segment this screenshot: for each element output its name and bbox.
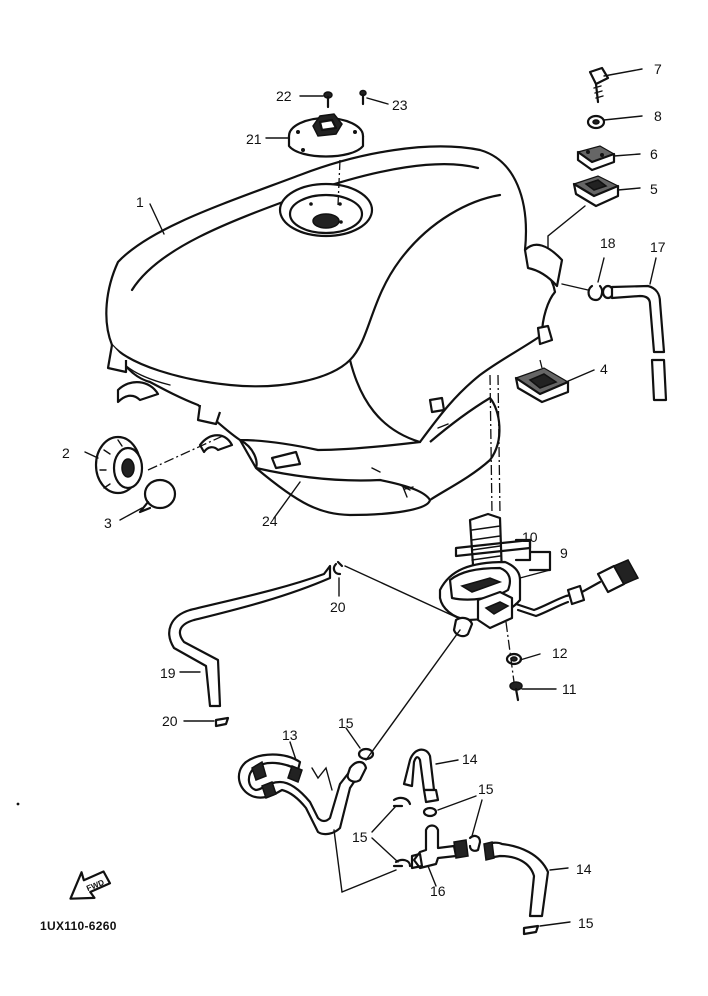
- drain-cap-2: [94, 435, 144, 495]
- callout-10: 10: [522, 529, 538, 545]
- fuel-sender-wire: [514, 559, 640, 618]
- callout-15-b: 15: [478, 781, 494, 797]
- breather-hose-17: [610, 284, 668, 402]
- screw-11: [509, 681, 523, 702]
- callout-18: 18: [600, 235, 616, 251]
- damper-6: [576, 145, 616, 172]
- leader-lines: [84, 68, 657, 927]
- fuel-cock: [438, 512, 532, 638]
- callout-14-upper: 14: [462, 751, 478, 767]
- callout-11: 11: [562, 681, 577, 697]
- callout-19: 19: [160, 665, 176, 681]
- callout-17: 17: [650, 239, 666, 255]
- diagram-code: 1UX110-6260: [40, 919, 117, 933]
- bolt-7: [588, 66, 610, 104]
- under-plate: [238, 438, 432, 517]
- callout-20-upper: 20: [330, 599, 346, 615]
- bracket-10: [514, 538, 552, 572]
- callout-21: 21: [246, 131, 262, 147]
- callout-2: 2: [62, 445, 70, 461]
- clip-18: [587, 284, 604, 302]
- callout-23: 23: [392, 97, 408, 113]
- clip-20-upper: [332, 560, 344, 576]
- callout-15-a: 15: [338, 715, 354, 731]
- damper-4: [514, 367, 570, 404]
- clip-15-c: [392, 796, 412, 808]
- callout-16: 16: [430, 883, 446, 899]
- hose-14-lower: [483, 841, 550, 918]
- fuel-hose-13: [237, 753, 368, 836]
- leader-5: [547, 205, 586, 249]
- fuel-tank: [105, 145, 564, 454]
- callout-22: 22: [276, 88, 292, 104]
- callout-3: 3: [104, 515, 112, 531]
- callout-12: 12: [552, 645, 568, 661]
- hose-14-upper: [402, 748, 440, 804]
- clip-15-e: [522, 924, 540, 936]
- fuel-hose-19: [168, 564, 332, 708]
- forward-arrow: FWD: [69, 870, 112, 900]
- callout-15-d: 15: [578, 915, 594, 931]
- clip-20-lower: [214, 716, 230, 728]
- callout-8: 8: [654, 108, 662, 124]
- callout-14-lower: 14: [576, 861, 592, 877]
- callout-4: 4: [600, 361, 608, 377]
- callout-15-c: 15: [352, 829, 368, 845]
- clip-15-b: [422, 806, 438, 818]
- callout-9: 9: [560, 545, 568, 561]
- filler-cap: [287, 113, 365, 158]
- clip-15-a: [357, 747, 375, 761]
- callout-7: 7: [654, 61, 662, 77]
- damper-5: [572, 175, 620, 208]
- t-fitting-16: [410, 824, 469, 870]
- callout-24: 24: [262, 513, 278, 529]
- callout-5: 5: [650, 181, 658, 197]
- screw-23: [359, 89, 367, 106]
- screw-22: [323, 91, 333, 109]
- ring-3: [138, 478, 177, 514]
- callout-20-lower: 20: [162, 713, 178, 729]
- callout-13: 13: [282, 727, 298, 743]
- callout-1: 1: [136, 194, 144, 210]
- callout-6: 6: [650, 146, 658, 162]
